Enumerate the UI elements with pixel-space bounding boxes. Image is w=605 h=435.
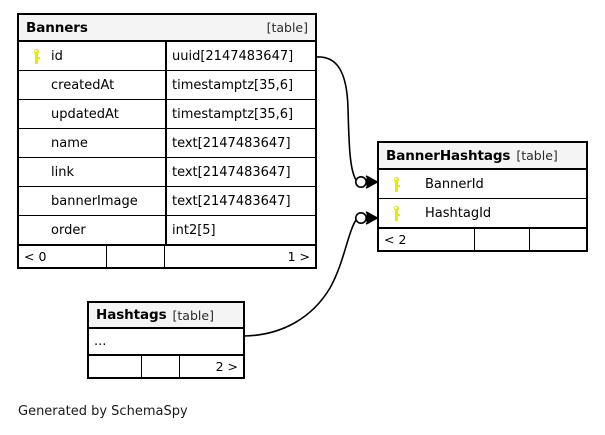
table-bannerhashtags-footer: < 2 xyxy=(379,228,586,250)
table-banners-title: Banners [table] xyxy=(19,15,315,42)
footer-middle xyxy=(142,356,180,377)
table-bannerhashtags-name: BannerHashtags xyxy=(386,147,511,164)
table-row[interactable]: name text[2147483647] xyxy=(19,129,315,158)
generated-by-label: Generated by SchemaSpy xyxy=(18,404,188,419)
table-hashtags-tag: [table] xyxy=(172,307,214,323)
table-banners[interactable]: Banners [table] id uuid[2147483647] crea… xyxy=(17,13,317,269)
column-cell: createdAt xyxy=(19,71,165,99)
table-row[interactable]: updatedAt timestamptz[35,6] xyxy=(19,100,315,129)
footer-middle xyxy=(475,229,530,250)
table-bannerhashtags-tag: [table] xyxy=(516,148,558,163)
table-hashtags-title: Hashtags [table] xyxy=(89,303,243,329)
column-name: BannerId xyxy=(425,176,484,192)
column-name: order xyxy=(51,222,86,238)
column-cell: HashtagId xyxy=(379,199,586,227)
column-type: text[2147483647] xyxy=(165,158,315,186)
column-name: updatedAt xyxy=(51,106,119,122)
column-name: name xyxy=(51,135,88,151)
footer-parent-count: < 0 xyxy=(19,246,107,267)
table-banners-name: Banners xyxy=(26,19,88,36)
relationship-banners-bannerhashtags xyxy=(316,56,379,189)
column-name: id xyxy=(51,48,63,64)
column-type: text[2147483647] xyxy=(165,187,315,215)
column-cell: bannerImage xyxy=(19,187,165,215)
primary-key-icon xyxy=(385,176,407,192)
table-banners-tag: [table] xyxy=(266,20,308,35)
column-type: text[2147483647] xyxy=(165,129,315,157)
column-cell: order xyxy=(19,216,165,244)
column-type: timestamptz[35,6] xyxy=(165,71,315,99)
column-cell: BannerId xyxy=(379,170,586,198)
column-name: ... xyxy=(94,334,107,349)
column-cell: id xyxy=(19,42,165,70)
table-row[interactable]: order int2[5] xyxy=(19,216,315,245)
footer-middle xyxy=(107,246,165,267)
footer-child-count: 1 > xyxy=(287,249,310,264)
table-bannerhashtags[interactable]: BannerHashtags [table] BannerId HashtagI… xyxy=(377,141,588,252)
column-cell: ... xyxy=(89,329,243,354)
column-type: uuid[2147483647] xyxy=(165,42,315,70)
primary-key-icon xyxy=(25,48,47,64)
column-name: createdAt xyxy=(51,77,115,93)
table-row[interactable]: HashtagId xyxy=(379,199,586,228)
column-cell: updatedAt xyxy=(19,100,165,128)
column-type: int2[5] xyxy=(165,216,315,244)
table-row[interactable]: bannerImage text[2147483647] xyxy=(19,187,315,216)
footer-parent-count: < 2 xyxy=(379,229,475,250)
table-row[interactable]: BannerId xyxy=(379,170,586,199)
table-hashtags-name: Hashtags xyxy=(96,307,167,323)
table-row[interactable]: id uuid[2147483647] xyxy=(19,42,315,71)
column-name: HashtagId xyxy=(425,205,492,221)
table-hashtags-footer: 2 > xyxy=(89,355,243,377)
table-banners-footer: < 0 1 > xyxy=(19,245,315,267)
footer-child-count: 2 > xyxy=(215,359,238,374)
footer-parent-count xyxy=(89,356,142,377)
table-row[interactable]: createdAt timestamptz[35,6] xyxy=(19,71,315,100)
primary-key-icon xyxy=(385,205,407,221)
table-row[interactable]: ... xyxy=(89,329,243,355)
table-row[interactable]: link text[2147483647] xyxy=(19,158,315,187)
column-name: link xyxy=(51,164,74,180)
footer-child-count xyxy=(530,229,586,250)
column-cell: link xyxy=(19,158,165,186)
table-hashtags[interactable]: Hashtags [table] ... 2 > xyxy=(87,301,245,379)
column-type: timestamptz[35,6] xyxy=(165,100,315,128)
table-bannerhashtags-title: BannerHashtags [table] xyxy=(379,143,586,170)
column-name: bannerImage xyxy=(51,193,138,209)
column-cell: name xyxy=(19,129,165,157)
